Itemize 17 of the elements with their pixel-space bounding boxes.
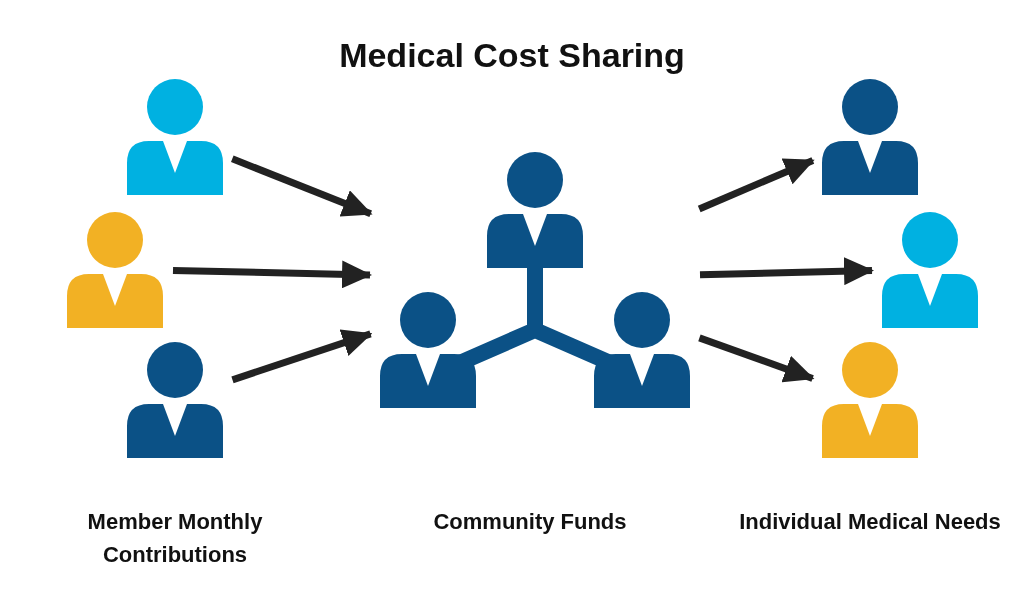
arrow bbox=[231, 329, 373, 384]
column-label: Individual Medical Needs bbox=[738, 508, 1002, 536]
person-icon bbox=[127, 340, 223, 458]
column-label: Community Funds bbox=[432, 508, 628, 536]
person-icon bbox=[822, 340, 918, 458]
column-label: Member Monthly Contributions bbox=[86, 508, 264, 569]
person-icon bbox=[822, 77, 918, 195]
arrow bbox=[698, 334, 815, 383]
person-icon bbox=[127, 77, 223, 195]
arrow bbox=[172, 260, 372, 289]
arrow bbox=[231, 155, 373, 217]
arrow bbox=[697, 157, 815, 213]
people-group-icon bbox=[380, 150, 690, 408]
person-icon bbox=[882, 210, 978, 328]
title: Medical Cost Sharing bbox=[338, 36, 686, 75]
arrow bbox=[699, 257, 874, 286]
person-icon bbox=[67, 210, 163, 328]
